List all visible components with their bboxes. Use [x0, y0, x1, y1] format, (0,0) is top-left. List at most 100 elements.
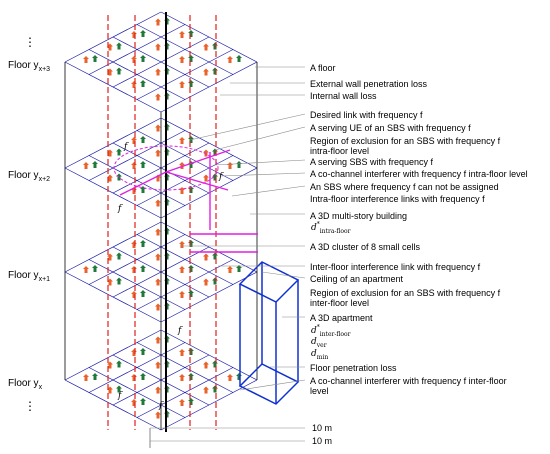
- sbs-icon: [131, 56, 137, 63]
- sbs-icon: [155, 43, 161, 51]
- ue-icon: [212, 67, 218, 75]
- ue-icon: [236, 373, 242, 380]
- legend-internal-wall: Internal wall loss: [310, 91, 377, 101]
- floor-grid-line: [136, 24, 234, 75]
- sbs-icon: [155, 303, 161, 311]
- sbs-icon: [155, 411, 161, 419]
- ue-icon: [212, 277, 218, 285]
- legend-floor: A floor: [310, 63, 336, 73]
- ue-icon: [212, 252, 218, 260]
- sbs-icon: [227, 162, 233, 169]
- sbs-icon: [203, 361, 209, 369]
- legend-leader-line: [239, 379, 306, 391]
- sbs-icon: [155, 124, 161, 132]
- var-d-ver: dver: [311, 337, 327, 349]
- sbs-icon: [155, 18, 161, 26]
- sbs-icon: [227, 56, 233, 63]
- floor-grid-line: [112, 36, 210, 88]
- sbs-icon: [131, 241, 137, 248]
- sbs-icon: [203, 68, 209, 76]
- ue-icon: [236, 265, 242, 272]
- legend-cluster: A 3D cluster of 8 small cells: [310, 242, 421, 252]
- ue-icon: [188, 265, 194, 272]
- frequency-f-mark: f: [218, 172, 224, 182]
- ue-icon: [116, 385, 122, 393]
- intra-floor-exclusion-region: [113, 145, 219, 191]
- ue-icon: [236, 55, 242, 62]
- legend-leader-line: [219, 172, 306, 177]
- sbs-icon: [179, 56, 185, 63]
- floor-label-x: Floor yx: [8, 378, 43, 391]
- ue-icon: [140, 136, 146, 143]
- sbs-icon: [179, 81, 185, 88]
- ue-icon: [140, 30, 146, 37]
- floor-grid-line: [160, 329, 258, 381]
- sbs-icon: [179, 374, 185, 381]
- sbs-icon: [203, 253, 209, 261]
- sbs-icon: [155, 93, 161, 101]
- ue-icon: [116, 277, 122, 285]
- sbs-icon: [83, 374, 89, 381]
- sbs-icon: [131, 399, 137, 406]
- frequency-f-mark: f: [117, 204, 123, 214]
- frequency-f-mark: f: [158, 401, 164, 411]
- var-d-min: dmin: [311, 349, 329, 361]
- sbs-icon: [155, 386, 161, 394]
- sbs-icon: [179, 291, 185, 298]
- sbs-icon: [179, 349, 185, 356]
- floor-grid-line: [136, 49, 234, 100]
- sbs-icon: [227, 374, 233, 381]
- ue-icon: [92, 373, 98, 380]
- legend-external-wall: External wall penetration loss: [310, 79, 428, 89]
- ue-icon: [212, 385, 218, 393]
- legend-inter-link: Inter-floor interference link with frequ…: [310, 262, 481, 272]
- floor-grid-line: [160, 117, 258, 169]
- ellipsis-bottom: ⋮: [24, 399, 36, 413]
- sbs-icon: [131, 137, 137, 144]
- legend-leader-line: [261, 271, 306, 279]
- sbs-icon: [83, 56, 89, 63]
- floor-grid-line: [160, 221, 258, 273]
- floor-grid-line: [160, 167, 258, 219]
- legend-desired-link: Desired link with frequency f: [310, 110, 423, 120]
- sbs-icon: [155, 68, 161, 76]
- ue-icon: [116, 252, 122, 260]
- ue-icon: [188, 55, 194, 62]
- ue-icon: [140, 398, 146, 405]
- sbs-icon: [131, 81, 137, 88]
- ue-icon: [188, 373, 194, 380]
- sbs-icon: [155, 361, 161, 369]
- sbs-icon: [203, 278, 209, 286]
- sbs-icon: [203, 43, 209, 51]
- dim-label-1: 10 m: [312, 423, 333, 433]
- legend-exclusion-inter: Region of exclusion for an SBS with freq…: [310, 288, 501, 308]
- dim-label-2: 10 m: [312, 436, 333, 446]
- floor-grid-line: [136, 130, 234, 181]
- ue-icon: [140, 265, 146, 272]
- legend-sbs-no-freq: An SBS where frequency f can not be assi…: [310, 182, 499, 192]
- frequency-f-mark: f: [123, 142, 129, 152]
- sbs-icon: [131, 266, 137, 273]
- sbs-icon: [83, 266, 89, 273]
- sbs-icon: [131, 162, 137, 169]
- sbs-icon: [155, 253, 161, 261]
- ue-icon: [116, 360, 122, 368]
- sbs-icon: [179, 187, 185, 194]
- sbs-icon: [179, 266, 185, 273]
- ue-icon: [188, 30, 194, 37]
- legend-leader-line: [231, 185, 306, 197]
- sbs-icon: [131, 31, 137, 38]
- floor-grid-line: [160, 271, 258, 323]
- sbs-icon: [179, 31, 185, 38]
- ue-icon: [188, 348, 194, 355]
- sbs-icon: [155, 336, 161, 344]
- legend-intra-links: Intra-floor interference links with freq…: [310, 194, 485, 204]
- interference-link: [165, 171, 229, 191]
- ue-icon: [92, 265, 98, 272]
- ue-icon: [116, 67, 122, 75]
- sbs-icon: [203, 386, 209, 394]
- ue-icon: [188, 398, 194, 405]
- sbs-icon: [155, 149, 161, 157]
